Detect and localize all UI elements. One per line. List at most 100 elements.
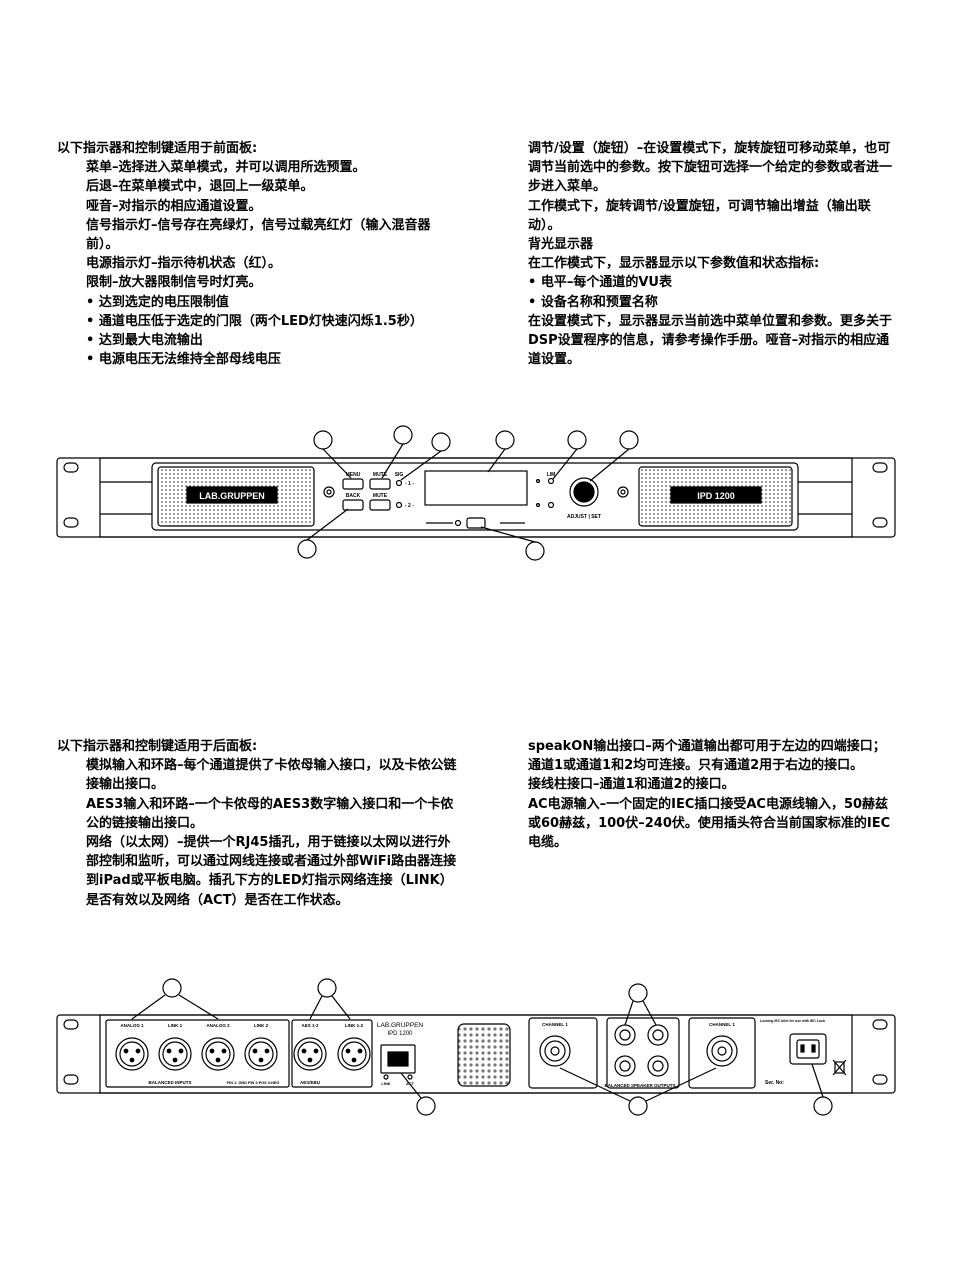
knob-label: ADJUST | SET — [567, 514, 601, 520]
pin-label: PIN 1: GND PIN 2:POS 3:NEG — [227, 1081, 280, 1085]
ser-label: Ser. No: — [765, 1080, 784, 1086]
aes-in-xlr[interactable] — [293, 1037, 327, 1071]
callout-analog — [162, 978, 182, 998]
link2-xlr[interactable] — [244, 1037, 278, 1071]
sig-label: SIG — [395, 472, 404, 478]
link1-xlr[interactable] — [158, 1037, 192, 1071]
aes-link-xlr[interactable] — [337, 1037, 371, 1071]
aes-link-label: LINK 1-2 — [345, 1023, 364, 1028]
channel1b-label: CHANNEL 1 — [709, 1022, 735, 1027]
display-bullet-1: • 电平–每个通道的VU表 — [528, 275, 672, 291]
rear-hole-tl — [63, 1019, 79, 1030]
rear-model: IPD 1200 — [387, 1031, 413, 1037]
limit-bullet-1: • 达到选定的电压限制值 — [86, 294, 229, 310]
rack-hole-bl — [63, 517, 79, 528]
ac-note-label: Locking IEC inlet for use with IEC Lock — [760, 1019, 825, 1023]
analog1-label: ANALOG 1 — [120, 1023, 144, 1028]
callout-lim — [567, 430, 587, 450]
channel1-label: CHANNEL 1 — [542, 1022, 568, 1027]
balanced-inputs-label: BALANCED INPUTS — [148, 1080, 191, 1085]
brand-badge — [186, 486, 278, 504]
mute2-button[interactable] — [369, 499, 391, 511]
rack-hole-tl — [63, 462, 79, 473]
binding-post-1[interactable] — [614, 1024, 636, 1046]
adjust-knob[interactable] — [573, 481, 595, 503]
power-led — [454, 519, 462, 527]
speaker-outputs-label: BALANCED SPEAKER OUTPUTS — [604, 1083, 675, 1088]
mute-desc: 哑音–对指示的相应通道设置。 — [86, 198, 262, 214]
display-bullet-2: • 设备名称和预置名称 — [528, 294, 658, 310]
callout-aes — [317, 978, 337, 998]
speakon-right-plate — [688, 1017, 756, 1089]
speakon-desc: speakON输出接口–两个通道输出都可用于左边的四端接口；通道1或通道1和2均… — [528, 739, 886, 774]
rear-panel-body — [99, 1014, 853, 1094]
front-callouts — [297, 425, 639, 561]
rear-brand: LAB.GRUPPEN — [377, 1022, 424, 1029]
analog1-xlr[interactable] — [115, 1037, 149, 1071]
limit-bullet-3: • 达到最大电流输出 — [86, 333, 203, 349]
sig-led-1 — [395, 479, 403, 487]
speakon-right[interactable] — [706, 1035, 738, 1067]
aes-in-label: AES 1-2 — [301, 1023, 319, 1028]
lcd-display — [424, 470, 528, 506]
callout-mute — [393, 425, 413, 445]
iec-inlet[interactable] — [789, 1033, 827, 1065]
binding-post-4[interactable] — [647, 1055, 669, 1077]
back-button[interactable] — [342, 499, 364, 511]
front-panel-body — [99, 457, 853, 538]
link2-label: LINK 2 — [254, 1023, 269, 1028]
limit-desc: 限制–放大器限制信号时灯亮。 — [86, 275, 262, 291]
aes3-desc: AES3输入和环路–一个卡侬母的AES3数字输入接口和一个卡侬公的链接输出接口。 — [86, 796, 454, 831]
ch2-label: - 2 - — [405, 503, 414, 509]
rj45-jack[interactable] — [380, 1044, 416, 1074]
mute2-label: MUTE — [373, 493, 388, 499]
power-led-desc: 电源指示灯–指示待机状态（红）。 — [86, 256, 282, 272]
callout-knob — [619, 430, 639, 450]
callout-power — [525, 541, 545, 561]
signal-led-desc: 信号指示灯–信号存在亮绿灯，信号过载亮红灯（输入混音器前）。 — [86, 217, 431, 253]
binding-post-3[interactable] — [614, 1055, 636, 1077]
analog2-xlr[interactable] — [201, 1037, 235, 1071]
aes-group — [291, 1019, 373, 1088]
link-led — [383, 1074, 389, 1080]
ch1-dot — [535, 479, 540, 484]
rear-panel — [56, 978, 896, 1116]
ch2-dot — [535, 503, 540, 508]
menu-button[interactable] — [342, 478, 364, 490]
aes-ebu-label: AES/EBU — [300, 1080, 320, 1085]
binding-post-2[interactable] — [647, 1024, 669, 1046]
front-model: IPD 1200 — [697, 491, 735, 501]
lim-led-1 — [547, 477, 555, 485]
limit-bullet-2: • 通道电压低于选定的门限（两个LED灯快速闪烁1.5秒） — [86, 313, 423, 329]
binding-post-plate — [606, 1017, 680, 1089]
rear-hole-bl — [63, 1074, 79, 1085]
rear-right-text: speakON输出接口–两个通道输出都可用于左边的四端接口；通道1或通道1和2均… — [528, 737, 896, 852]
front-brand: LAB.GRUPPEN — [199, 491, 265, 501]
back-desc: 后退–在菜单模式中，退回上一级菜单。 — [86, 179, 314, 195]
work-mode-desc: 工作模式下，旋转调节/设置旋钮，可调节输出增益（输出联动）。 — [528, 198, 871, 233]
model-badge — [670, 486, 762, 504]
display-work-desc: 在工作模式下，显示器显示以下参数值和状态指标: — [528, 256, 820, 272]
menu-label: MENU — [346, 472, 361, 478]
back-label: BACK — [346, 493, 361, 499]
callout-display — [495, 430, 515, 450]
callout-back — [297, 539, 317, 559]
callout-speakon — [628, 1096, 648, 1116]
front-right-text: 调节/设置（旋钮）–在设置模式下，旋转旋钮可移动菜单，也可调节当前选中的参数。按… — [528, 139, 894, 369]
lim-led-2 — [547, 501, 555, 509]
callout-menu — [313, 430, 333, 450]
analog-input-desc: 模拟输入和环路–每个通道提供了卡侬母输入接口，以及卡侬公链接输出接口。 — [86, 758, 457, 793]
power-button[interactable] — [466, 517, 486, 529]
binding-post-desc: 接线柱接口–通道1和通道2的接口。 — [528, 777, 735, 793]
callout-binding — [628, 983, 648, 1003]
sig-led-2 — [395, 501, 403, 509]
rear-hole-tr — [872, 1019, 888, 1030]
speakon-left[interactable] — [539, 1035, 571, 1067]
rear-hole-br — [872, 1074, 888, 1085]
act-led — [407, 1074, 413, 1080]
link-led-label: LINK — [381, 1081, 390, 1086]
front-screw-right — [617, 486, 629, 498]
speakon-left-plate — [528, 1017, 598, 1089]
mute1-button[interactable] — [369, 478, 391, 490]
